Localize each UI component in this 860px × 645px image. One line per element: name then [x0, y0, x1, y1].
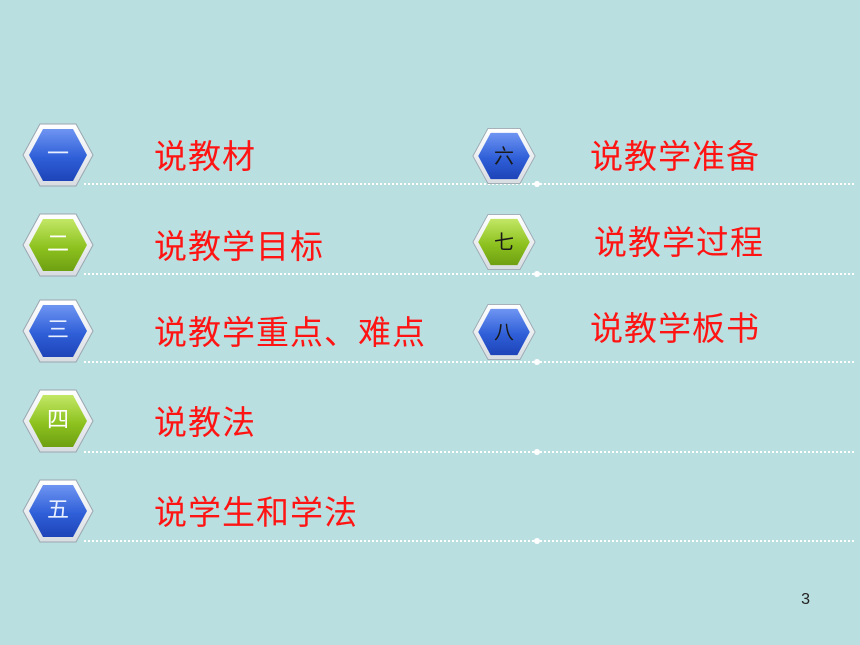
hexagon-badge: 七: [472, 212, 536, 272]
divider-dot: [534, 449, 540, 455]
divider-dot: [534, 181, 540, 187]
hexagon-icon: [22, 389, 94, 453]
divider-line: [84, 183, 854, 185]
divider-line: [84, 451, 854, 453]
item-numeral: 八: [494, 320, 514, 344]
item-label: 说教法: [154, 403, 256, 442]
hexagon-icon: [472, 214, 536, 270]
divider-line: [84, 540, 854, 542]
item-label: 说教学准备: [590, 137, 760, 176]
hexagon-icon: [22, 479, 94, 543]
hexagon-badge: 四: [22, 388, 94, 454]
list-item-3: 三 说教学重点、难点: [22, 298, 860, 378]
list-item-5: 五 说学生和学法: [22, 478, 860, 558]
hexagon-icon: [22, 299, 94, 363]
hexagon-icon: [472, 128, 536, 184]
list-item-7: 七 说教学过程: [472, 212, 860, 292]
list-item-1: 一 说教材: [22, 122, 860, 202]
list-item-2: 二 说教学目标: [22, 212, 860, 292]
item-label: 说教学过程: [594, 223, 764, 262]
item-numeral: 二: [46, 232, 69, 257]
divider-line: [84, 273, 854, 275]
hexagon-badge: 三: [22, 298, 94, 364]
item-numeral: 七: [494, 230, 514, 254]
list-item-6: 六 说教学准备: [472, 126, 860, 206]
divider-dot: [534, 271, 540, 277]
hexagon-icon: [472, 304, 536, 360]
divider-dot: [534, 359, 540, 365]
hexagon-badge: 六: [472, 126, 536, 186]
hexagon-badge: 八: [472, 302, 536, 362]
item-label: 说学生和学法: [154, 493, 358, 532]
hexagon-icon: [22, 213, 94, 277]
list-item-8: 八 说教学板书: [472, 302, 860, 382]
hexagon-badge: 五: [22, 478, 94, 544]
hexagon-icon: [22, 123, 94, 187]
item-numeral: 三: [46, 318, 69, 343]
page-number: 3: [801, 591, 810, 608]
list-item-4: 四 说教法: [22, 388, 860, 468]
divider-line: [84, 361, 854, 363]
item-label: 说教学板书: [590, 309, 760, 348]
item-label: 说教材: [154, 137, 256, 176]
item-label: 说教学重点、难点: [154, 313, 426, 352]
item-numeral: 六: [494, 144, 514, 168]
divider-dot: [534, 538, 540, 544]
item-numeral: 一: [46, 142, 69, 167]
hexagon-badge: 一: [22, 122, 94, 188]
hexagon-badge: 二: [22, 212, 94, 278]
item-numeral: 四: [46, 408, 69, 433]
item-label: 说教学目标: [154, 227, 324, 266]
item-numeral: 五: [46, 498, 69, 523]
